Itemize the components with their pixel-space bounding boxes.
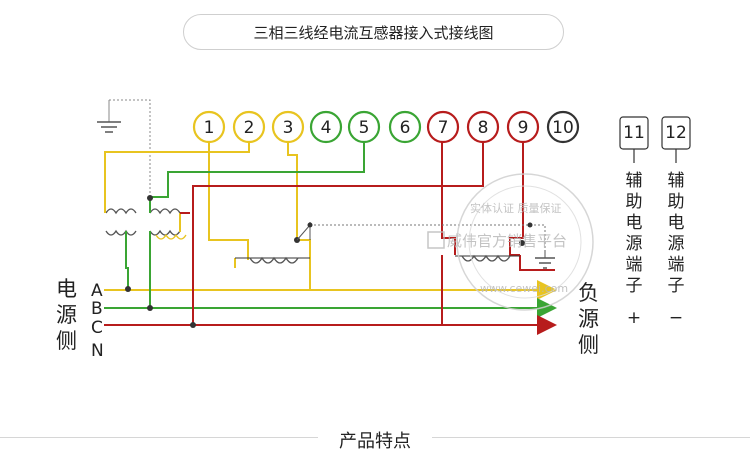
terminal-5: 5 [347, 110, 381, 144]
aux-11-char-6: 子 [626, 276, 643, 296]
terminal-label: 4 [321, 118, 332, 138]
phase-label-n: N [91, 341, 104, 361]
aux-12-char-2: 助 [668, 192, 685, 212]
aux-terminal-11: 11 辅 助 电 源 端 子 + [619, 116, 649, 328]
source-side-char-3: 侧 [56, 329, 77, 353]
aux-11-sign: + [627, 308, 641, 328]
voltage-transformer-3 [155, 233, 187, 240]
ground-symbol-right [307, 222, 555, 269]
voltage-transformer-2 [149, 208, 181, 236]
aux-terminal-12: 12 辅 助 电 源 端 子 − [661, 116, 691, 328]
terminal-label: 5 [359, 118, 370, 138]
terminal-3: 3 [271, 110, 305, 144]
load-side-label: 负 源 侧 [578, 281, 599, 357]
phase-c-wiring [104, 142, 557, 335]
phase-a-wiring [104, 142, 557, 300]
load-side-char-2: 源 [578, 307, 599, 331]
current-transformer-a [235, 222, 311, 264]
watermark-brand: 威伟官方销售平台 [447, 232, 567, 250]
terminal-9: 9 [506, 110, 540, 144]
terminal-label: 10 [552, 118, 574, 138]
load-side-char-3: 侧 [578, 333, 599, 357]
terminal-label: 3 [283, 118, 294, 138]
diagram-title: 三相三线经电流互感器接入式接线图 [183, 14, 564, 50]
phase-label-b: B [91, 299, 103, 319]
source-side-char-1: 电 [56, 277, 77, 301]
ground-symbol-top [97, 99, 151, 195]
aux-12-sign: − [669, 308, 683, 328]
terminal-ring [388, 110, 422, 144]
aux-12-char-6: 子 [668, 276, 685, 296]
terminal-block: 1 2 3 4 5 6 7 8 9 10 [192, 110, 580, 144]
terminal-label: 8 [478, 118, 489, 138]
watermark-arc-bottom: www.cewei.com [480, 282, 568, 295]
aux-12-char-5: 端 [668, 255, 685, 275]
aux-12-char-4: 源 [668, 234, 685, 254]
load-side-char-1: 负 [578, 281, 599, 305]
terminal-1: 1 [192, 110, 226, 144]
aux-12-char-3: 电 [668, 213, 685, 233]
phase-labels: A B C N [91, 281, 104, 361]
phase-label-a: A [91, 281, 103, 301]
terminal-6: 6 [388, 110, 422, 144]
source-side-label: 电 源 侧 [56, 277, 77, 353]
aux-11-char-4: 源 [626, 234, 643, 254]
aux-terminal-12-label: 12 [665, 123, 687, 143]
terminal-2: 2 [232, 110, 266, 144]
watermark: 威伟官方销售平台 实体认证 质量保证 www.cewei.com [427, 173, 594, 311]
terminal-7: 7 [426, 110, 460, 144]
current-transformer-c [455, 254, 520, 262]
terminal-label: 9 [518, 118, 529, 138]
aux-11-char-2: 助 [626, 192, 643, 212]
terminal-label: 2 [244, 118, 255, 138]
terminal-8: 8 [466, 110, 500, 144]
terminal-label: 7 [438, 118, 449, 138]
aux-12-char-1: 辅 [668, 171, 685, 191]
terminal-10: 10 [546, 110, 580, 144]
terminal-label: 1 [204, 118, 215, 138]
diagram-title-text: 三相三线经电流互感器接入式接线图 [253, 23, 494, 42]
footer-divider-right [432, 437, 750, 438]
watermark-arc-top: 实体认证 质量保证 [470, 201, 562, 215]
footer-title: 产品特点 [339, 431, 411, 452]
footer-divider-left [0, 437, 318, 438]
terminal-4: 4 [309, 110, 343, 144]
terminal-label: 6 [400, 118, 411, 138]
aux-11-char-3: 电 [626, 213, 643, 233]
phase-label-c: C [91, 318, 103, 338]
aux-terminal-11-label: 11 [623, 123, 645, 143]
terminal-ring [309, 110, 343, 144]
source-side-char-2: 源 [56, 303, 77, 327]
terminal-ring [546, 110, 580, 144]
aux-11-char-5: 端 [626, 255, 643, 275]
voltage-transformer-1 [105, 208, 137, 236]
aux-11-char-1: 辅 [626, 171, 643, 191]
